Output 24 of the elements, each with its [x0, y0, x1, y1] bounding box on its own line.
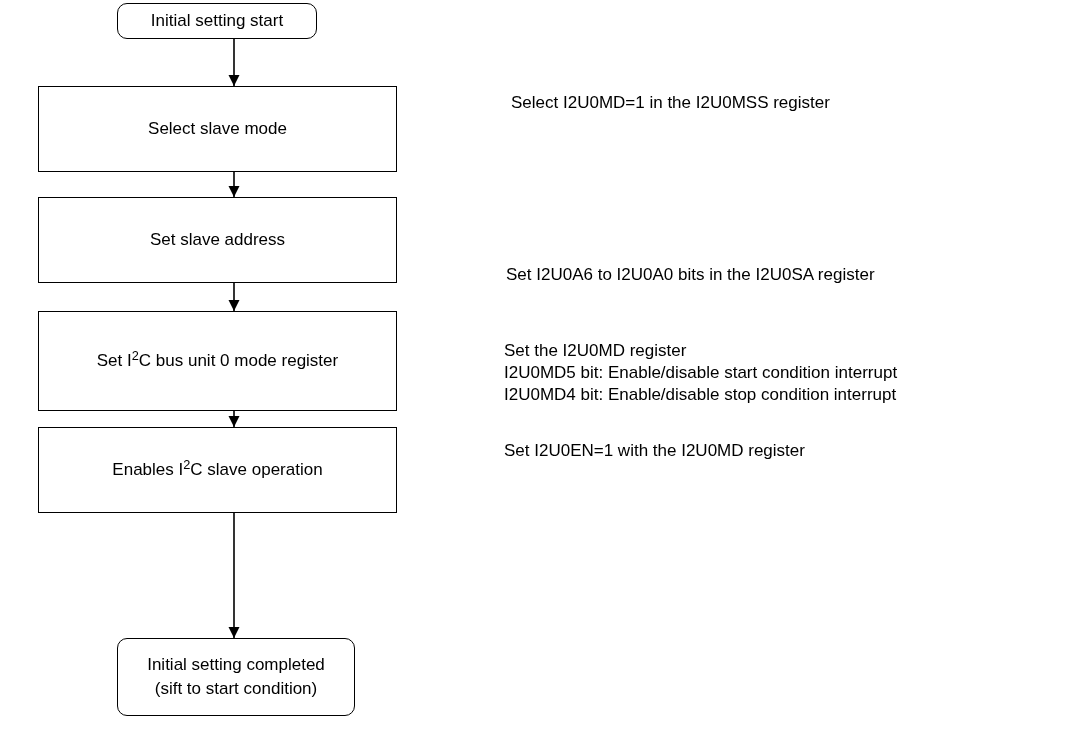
box-label: (sift to start condition): [154, 678, 318, 700]
register-note: Set I2U0EN=1 with the I2U0MD register: [504, 440, 805, 462]
register-note: Select I2U0MD=1 in the I2U0MSS register: [511, 92, 830, 114]
arrow: [228, 171, 240, 198]
process-box: [38, 86, 397, 172]
arrow: [228, 282, 240, 312]
box-label: Enables I$^{2}$C slave operation: [112, 458, 323, 481]
process-box: [38, 427, 397, 513]
arrow: [228, 512, 240, 639]
box-label: Select slave mode: [148, 118, 287, 140]
box-label: Initial setting start: [150, 10, 284, 32]
box-label: Set slave address: [149, 229, 286, 251]
process-box: [38, 311, 397, 411]
register-note: Set I2U0A6 to I2U0A0 bits in the I2U0SA register: [506, 264, 875, 286]
box-label: Initial setting completed: [147, 654, 325, 676]
arrow: [228, 38, 240, 87]
register-note: I2U0MD5 bit: Enable/disable start condition interrupt: [504, 362, 898, 384]
terminal-box: [117, 638, 355, 716]
register-note: I2U0MD4 bit: Enable/disable stop condition interrupt: [504, 384, 897, 406]
register-note: Set the I2U0MD register: [504, 340, 687, 362]
terminal-box: [117, 3, 317, 39]
arrow: [228, 410, 240, 428]
process-box: [38, 197, 397, 283]
box-label: Set I$^{2}$C bus unit 0 mode register: [96, 349, 339, 372]
